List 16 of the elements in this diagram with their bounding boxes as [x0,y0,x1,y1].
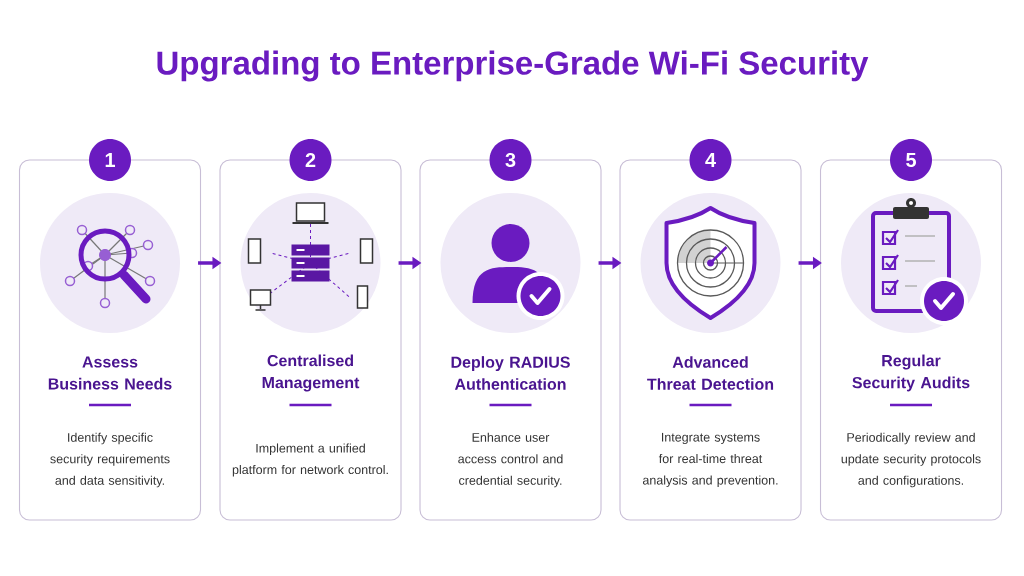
step-description: Implement a unified platform for network control. [232,443,388,477]
step-heading: Deploy RADIUS Authentication [451,356,570,390]
step-description: Identify specific security requirements and data sensitivity. [50,432,170,488]
step-number: 1 [89,139,131,181]
step-heading: Centralised Management [262,354,360,392]
step-description: Enhance user access control and credential security. [458,432,563,488]
step-number: 4 [689,139,732,181]
step-heading: Regular Security Audits [852,354,970,392]
step-heading: Assess Business Needs [48,356,172,390]
step-number: 2 [289,139,332,181]
step-description: Integrate systems for real-time threat analysis and prevention. [642,432,778,488]
step-number: 5 [890,139,932,181]
step-description: Periodically review and update security protocols and configurations. [841,432,981,488]
title: Upgrading to Enterprise-Grade Wi-Fi Security [157,50,869,82]
step-heading: Advanced Threat Detection [647,356,774,390]
step-number: 3 [489,139,532,181]
